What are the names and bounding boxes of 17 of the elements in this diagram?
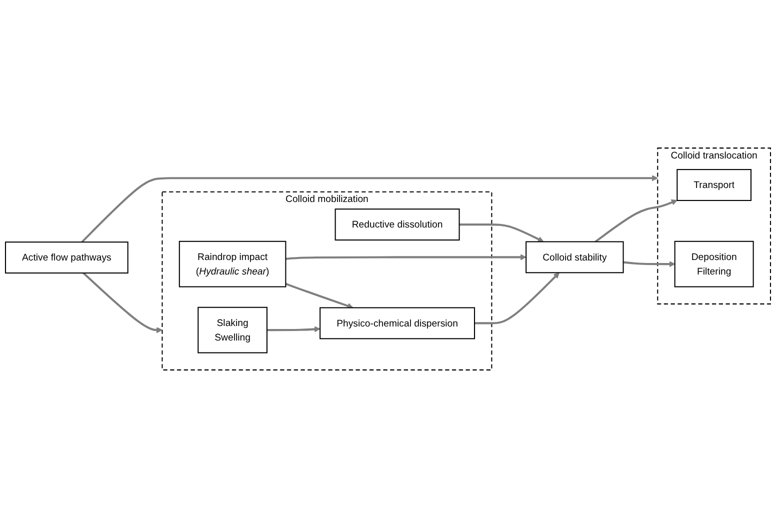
arrow <box>266 326 320 332</box>
arrow <box>594 199 678 243</box>
node-box: Reductive dissolution <box>334 208 460 241</box>
arrow <box>459 224 544 242</box>
arrow <box>286 254 526 260</box>
node-box: Raindrop impact (Hydraulic shear) <box>178 240 286 288</box>
arrow <box>81 175 658 243</box>
arrow <box>623 261 676 268</box>
node-box: Active flow pathways <box>4 242 128 274</box>
arrow <box>285 282 354 309</box>
node-box: Transport <box>676 169 752 201</box>
node-box: Colloid stability <box>526 241 624 274</box>
arrow <box>474 272 560 324</box>
node-box: Slaking Swelling <box>198 306 268 354</box>
arrow <box>82 272 162 334</box>
node-box: Physico-chemical dispersion <box>320 307 476 340</box>
node-box: Deposition Filtering <box>674 240 754 288</box>
